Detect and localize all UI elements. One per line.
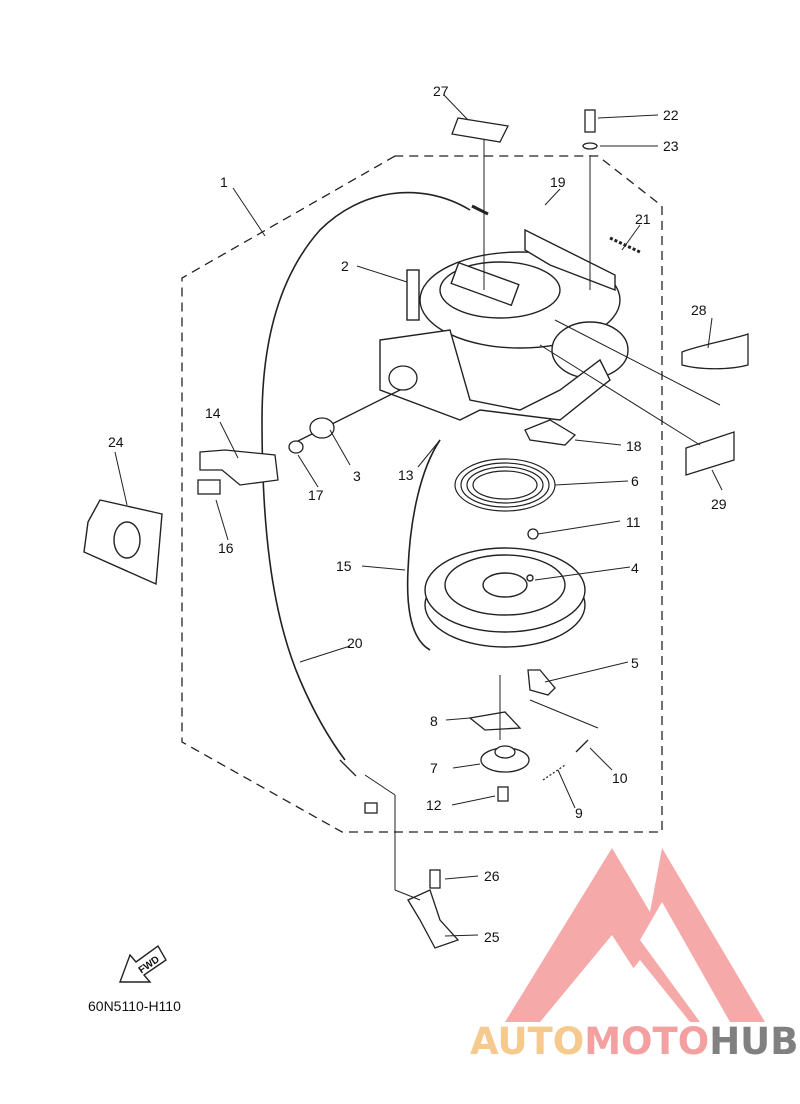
part-label: 11 xyxy=(626,514,641,530)
diagram-part-code: 60N5110-H110 xyxy=(88,998,181,1014)
spiral-spring xyxy=(454,458,556,512)
part-label: 2 xyxy=(341,258,349,274)
part-labels: 1 2 3 4 5 6 7 8 9 10 11 12 13 14 15 16 1… xyxy=(108,83,727,945)
part-label: 28 xyxy=(691,302,707,318)
leader-lines xyxy=(114,94,723,937)
part-label: 27 xyxy=(433,83,449,99)
watermark-logo-icon xyxy=(505,848,765,1022)
part-24-block xyxy=(83,499,163,586)
part-label: 22 xyxy=(663,107,679,123)
part-label: 4 xyxy=(631,560,639,576)
part-label: 20 xyxy=(347,635,363,651)
part-label: 3 xyxy=(353,468,361,484)
part-label: 16 xyxy=(218,540,234,556)
cable-15 xyxy=(406,439,441,651)
rope-guide-assembly xyxy=(197,365,418,495)
part-label: 29 xyxy=(711,496,727,512)
starter-housing xyxy=(379,228,629,421)
part-label: 5 xyxy=(631,655,639,671)
part-label: 23 xyxy=(663,138,679,154)
fwd-arrow-icon: FWD xyxy=(118,944,167,983)
part-label: 12 xyxy=(426,797,442,813)
part-label: 8 xyxy=(430,713,438,729)
part-label: 21 xyxy=(635,211,651,227)
part-label: 18 xyxy=(626,438,642,454)
watermark-hub: HUB xyxy=(709,1020,798,1063)
assembly-boundary xyxy=(181,155,663,833)
part-label: 19 xyxy=(550,174,566,190)
part-label: 14 xyxy=(205,405,221,421)
part-label: 1 xyxy=(220,174,228,190)
watermark-text: AUTOMOTOHUB xyxy=(470,1020,798,1063)
part-label: 25 xyxy=(484,929,500,945)
part-label: 15 xyxy=(336,558,352,574)
part-label: 17 xyxy=(308,487,324,503)
rope-pulley xyxy=(424,547,586,648)
part-label: 6 xyxy=(631,473,639,489)
part-label: 10 xyxy=(612,770,628,786)
watermark-auto: AUTO xyxy=(470,1020,584,1063)
small-parts xyxy=(339,109,749,949)
part-label: 13 xyxy=(398,467,414,483)
watermark-moto: MOTO xyxy=(584,1020,709,1063)
part-label: 9 xyxy=(575,805,583,821)
part-label: 26 xyxy=(484,868,500,884)
part-label: 7 xyxy=(430,760,438,776)
cable-20 xyxy=(261,191,471,761)
part-label: 24 xyxy=(108,434,124,450)
